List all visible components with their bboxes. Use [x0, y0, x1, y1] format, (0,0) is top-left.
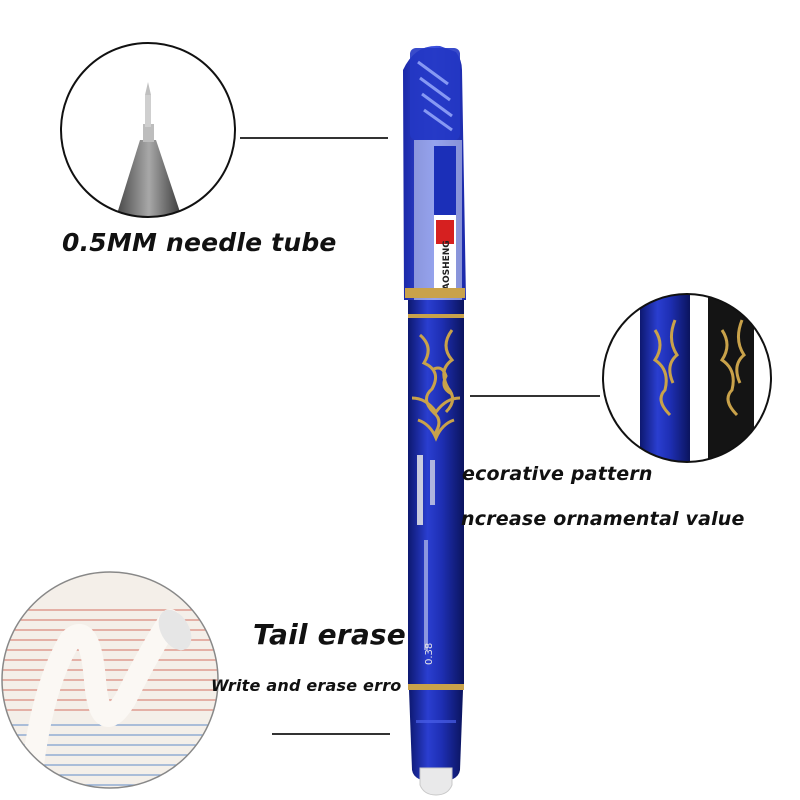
tail-erase-label: Tail erase — [253, 618, 406, 651]
paper-erase-magnifier — [1, 571, 219, 789]
cap-brand-text: AOSHENG — [442, 240, 452, 290]
erasable-gel-pen: AOSHENG 0.38 — [403, 45, 466, 796]
write-erase-label: Write and erase erro — [211, 676, 402, 695]
needle-tip-magnifier — [60, 42, 236, 218]
decorative-pattern-label: ecorative pattern — [462, 463, 653, 485]
ornamental-value-label: ncrease ornamental value — [461, 508, 745, 530]
pattern-magnifier — [602, 293, 772, 463]
needle-tube-label: 0.5MM needle tube — [62, 228, 337, 257]
barrel-size-text: 0.38 — [424, 643, 435, 665]
